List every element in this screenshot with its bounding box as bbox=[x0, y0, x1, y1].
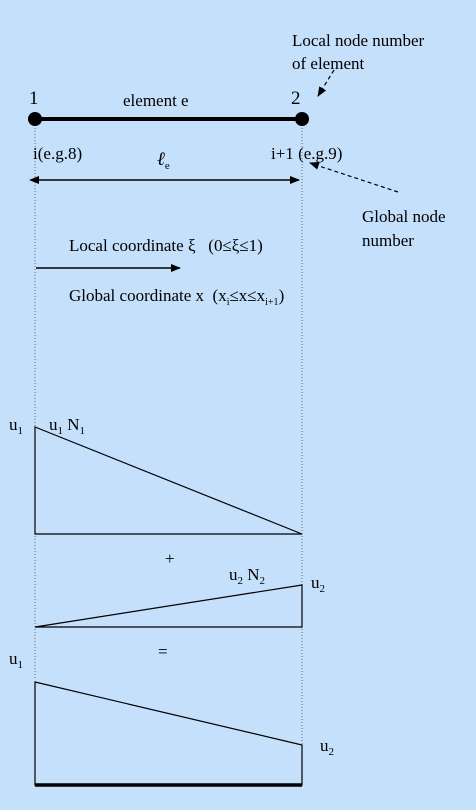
element-label: element e bbox=[123, 91, 189, 110]
local-coordinate-label: Local coordinate ξ (0≤ξ≤1) bbox=[69, 237, 263, 254]
global-node-annotation-line2: number bbox=[362, 231, 414, 250]
global-node-i1-example: (e.g.9) bbox=[298, 144, 343, 163]
global-range-i1-sub: i+1 bbox=[265, 297, 279, 308]
local-node-annotation-line2: of element bbox=[292, 54, 365, 73]
global-node-annotation-line1: Global node bbox=[362, 207, 446, 226]
local-node-annotation-line1: Local node number bbox=[292, 31, 425, 50]
global-node-i-example: (e.g.8) bbox=[37, 144, 83, 163]
u1-top-left-label: u1 bbox=[9, 416, 23, 437]
interpolated-sum-plot bbox=[34, 681, 303, 786]
u2n2-u-sub: 2 bbox=[237, 575, 244, 587]
u1-n1-label: u1 N1 bbox=[49, 416, 85, 437]
global-node-i1: i+1 bbox=[271, 144, 294, 163]
u2n2-n-sub: 2 bbox=[259, 575, 266, 587]
shape-function-n1-plot bbox=[34, 426, 303, 535]
u1-top-left-sub: 1 bbox=[17, 425, 24, 437]
node-1-dot bbox=[28, 112, 42, 126]
u1n1-n-sub: 1 bbox=[79, 425, 86, 437]
u2-bottom-right-label: u2 bbox=[320, 737, 334, 758]
global-range-x: x bbox=[218, 286, 227, 305]
local-coordinate-range: (0≤ξ≤1) bbox=[208, 236, 263, 255]
global-range-mid: ≤x≤x bbox=[229, 286, 266, 305]
u2n2-u: u bbox=[229, 565, 238, 584]
u1-top-left-u: u bbox=[9, 415, 18, 434]
u1n1-u-sub: 1 bbox=[57, 425, 64, 437]
u2-right-u: u bbox=[311, 573, 320, 592]
local-node-pointer-arrow bbox=[317, 69, 335, 97]
global-node-pointer-arrow bbox=[309, 162, 399, 193]
global-node-i: i bbox=[33, 144, 38, 163]
u1n1-n: N bbox=[63, 415, 80, 434]
u2-right-label: u2 bbox=[311, 574, 325, 595]
global-coordinate-text: Global coordinate x bbox=[69, 286, 205, 305]
element-length-subscript: e bbox=[164, 160, 170, 172]
u1n1-u: u bbox=[49, 415, 58, 434]
u2n2-n: N bbox=[243, 565, 260, 584]
u2-n2-label: u2 N2 bbox=[229, 566, 265, 587]
global-node-i1-label: i+1 (e.g.9) bbox=[271, 145, 342, 162]
u1-bottom-left-u: u bbox=[9, 649, 18, 668]
local-node-2-label: 2 bbox=[291, 88, 301, 109]
element-length-label: ℓe bbox=[157, 150, 170, 172]
node-2-dot bbox=[295, 112, 309, 126]
local-node-1-label: 1 bbox=[29, 88, 39, 109]
global-range-close: ) bbox=[278, 286, 285, 305]
u2-bottom-right-sub: 2 bbox=[328, 746, 335, 758]
equals-sign: = bbox=[158, 642, 168, 661]
element-length-symbol: ℓ bbox=[157, 148, 165, 170]
global-coordinate-label: Global coordinate x (xi≤x≤xi+1) bbox=[69, 287, 284, 308]
shape-function-n2-plot bbox=[34, 584, 303, 628]
global-node-i-label: i(e.g.8) bbox=[33, 145, 82, 162]
global-range-i-sub: i bbox=[226, 297, 230, 308]
local-coordinate-text: Local coordinate ξ bbox=[69, 236, 196, 255]
u1-bottom-left-label: u1 bbox=[9, 650, 23, 671]
plus-sign: + bbox=[165, 549, 175, 568]
global-range-open: ( bbox=[212, 286, 219, 305]
u1-bottom-left-sub: 1 bbox=[17, 659, 24, 671]
u2-bottom-right-u: u bbox=[320, 736, 329, 755]
u2-right-sub: 2 bbox=[319, 583, 326, 595]
